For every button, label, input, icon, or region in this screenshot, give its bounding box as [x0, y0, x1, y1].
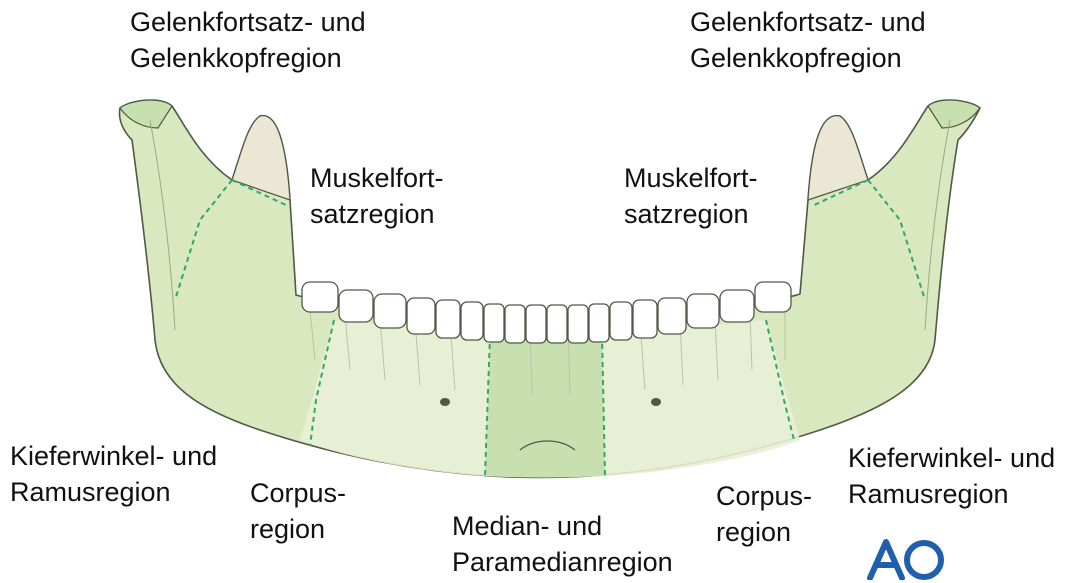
mental-foramen-right [651, 398, 661, 406]
corpus-right-zone [602, 320, 800, 476]
label-line: Ramusregion [10, 474, 217, 510]
label-angle-left: Kieferwinkel- und Ramusregion [10, 438, 217, 510]
tooth [505, 305, 525, 343]
tooth [755, 282, 791, 312]
tooth [302, 282, 338, 312]
label-coronoid-right: Muskelfort- satzregion [624, 160, 758, 232]
label-line: Paramedianregion [452, 544, 673, 580]
tooth [526, 305, 546, 343]
label-line: Muskelfort- [624, 160, 758, 196]
label-line: Ramusregion [848, 476, 1055, 512]
label-line: Median- und [452, 508, 673, 544]
tooth [461, 302, 483, 340]
label-line: satzregion [310, 196, 444, 232]
tooth [633, 300, 657, 338]
label-line: region [250, 511, 346, 547]
tooth [547, 305, 567, 343]
tooth [610, 302, 632, 340]
ao-logo-o [907, 543, 941, 577]
tooth [436, 300, 460, 338]
label-condyle-right: Gelenkfortsatz- und Gelenkkopfregion [690, 4, 926, 76]
label-angle-right: Kieferwinkel- und Ramusregion [848, 440, 1055, 512]
tooth [339, 290, 373, 322]
tooth [484, 304, 504, 342]
tooth [568, 305, 588, 343]
symphysis-zone [485, 335, 605, 478]
label-condyle-left: Gelenkfortsatz- und Gelenkkopfregion [130, 4, 366, 76]
ao-logo [866, 538, 946, 580]
tooth [658, 298, 686, 334]
corpus-left-zone [300, 320, 490, 476]
tooth [407, 298, 435, 334]
label-line: region [716, 514, 812, 550]
tooth [720, 290, 754, 322]
label-line: Gelenkfortsatz- und [690, 4, 926, 40]
tooth [687, 294, 719, 328]
label-body-left: Corpus- region [250, 475, 346, 547]
label-coronoid-left: Muskelfort- satzregion [310, 160, 444, 232]
ao-logo-a [870, 542, 902, 578]
tooth [374, 294, 406, 328]
label-body-right: Corpus- region [716, 478, 812, 550]
label-symphysis: Median- und Paramedianregion [452, 508, 673, 580]
label-line: Kieferwinkel- und [848, 440, 1055, 476]
label-line: Corpus- [716, 478, 812, 514]
tooth [589, 304, 609, 342]
mental-foramen-left [440, 398, 450, 406]
label-line: satzregion [624, 196, 758, 232]
label-line: Muskelfort- [310, 160, 444, 196]
label-line: Kieferwinkel- und [10, 438, 217, 474]
label-line: Gelenkkopfregion [690, 40, 926, 76]
label-line: Gelenkkopfregion [130, 40, 366, 76]
label-line: Gelenkfortsatz- und [130, 4, 366, 40]
label-line: Corpus- [250, 475, 346, 511]
